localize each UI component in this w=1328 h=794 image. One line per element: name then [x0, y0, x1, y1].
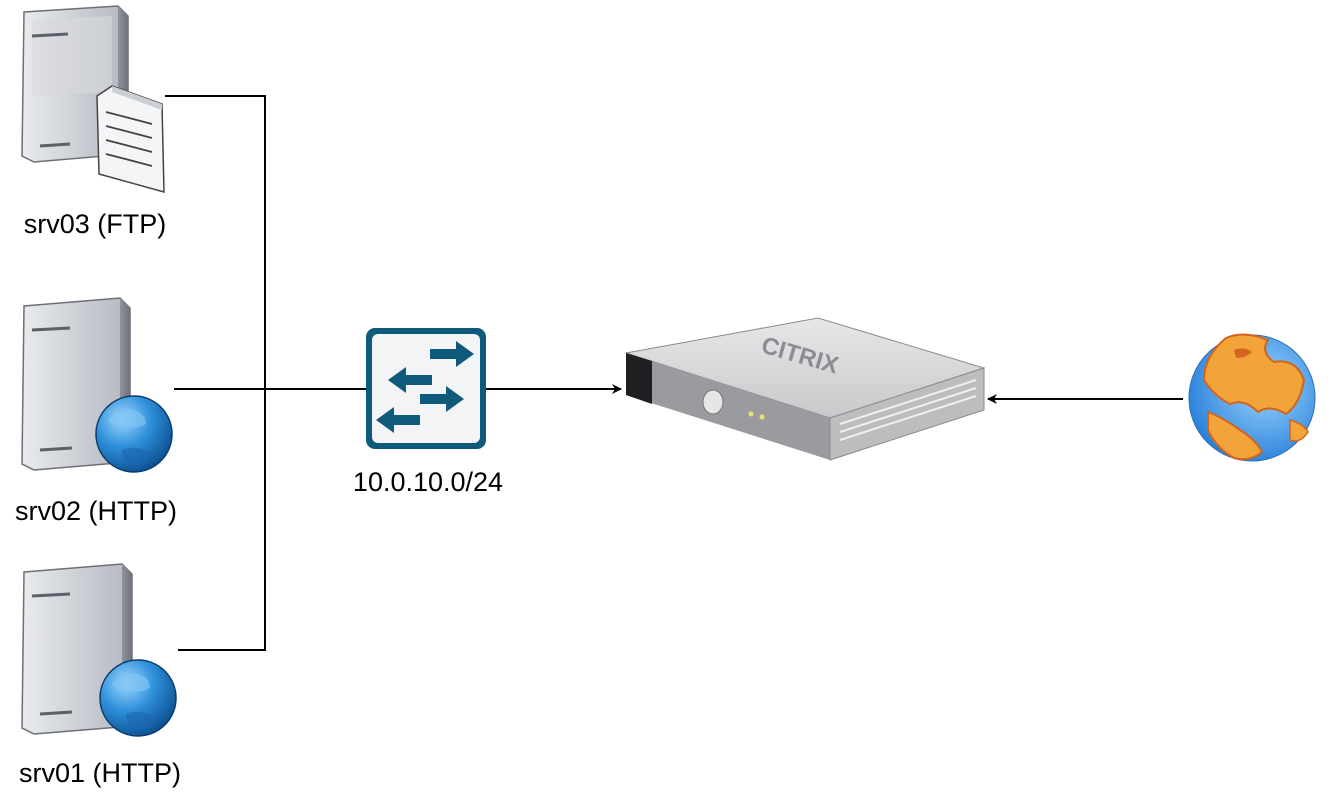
server-srv01[interactable]: srv01 (HTTP) — [19, 563, 181, 788]
web-server-icon — [21, 297, 173, 473]
connector-srv03 — [165, 95, 266, 389]
server-label: srv03 (FTP) — [24, 209, 167, 239]
server-label: srv02 (HTTP) — [15, 496, 177, 526]
connectors — [165, 95, 1183, 651]
internet[interactable] — [1188, 333, 1316, 462]
server-srv02[interactable]: srv02 (HTTP) — [15, 297, 177, 526]
server-srv03[interactable]: srv03 (FTP) — [21, 5, 167, 239]
switch-label: 10.0.10.0/24 — [353, 467, 503, 497]
ftp-server-icon — [21, 5, 165, 193]
internet-globe-icon — [1188, 333, 1316, 462]
server-label: srv01 (HTTP) — [19, 758, 181, 788]
citrix-appliance[interactable]: CITRIX — [625, 317, 986, 461]
connector-srv01 — [178, 389, 266, 651]
web-server-icon — [21, 563, 177, 737]
network-switch[interactable]: 10.0.10.0/24 — [353, 328, 503, 497]
citrix-netscaler-appliance-icon: CITRIX — [625, 317, 986, 461]
network-switch-icon — [366, 328, 486, 449]
